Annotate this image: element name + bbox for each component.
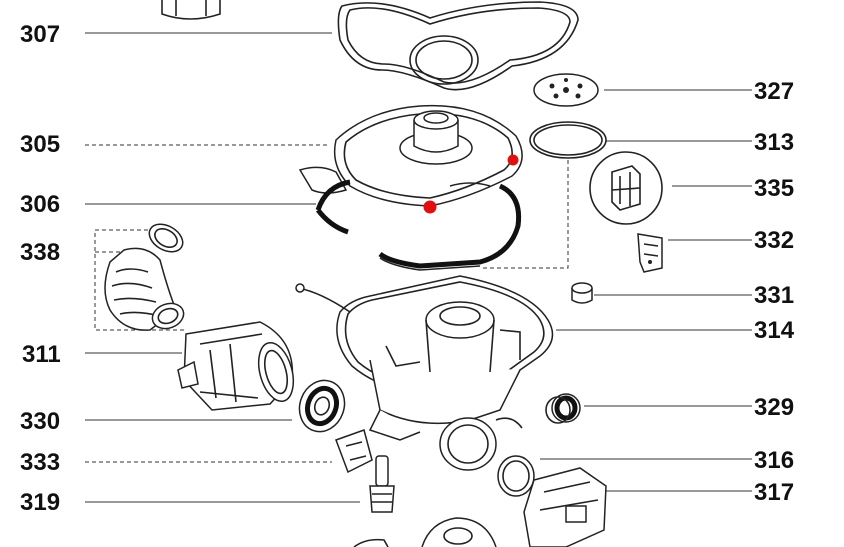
gasket-frame-307: [337, 1, 579, 91]
label-332: 332: [754, 227, 794, 254]
label-327: 327: [754, 78, 794, 105]
label-319: 319: [20, 489, 60, 516]
label-338: 338: [20, 239, 60, 266]
label-311: 311: [22, 341, 61, 368]
label-316: 316: [754, 447, 794, 474]
label-330: 330: [20, 408, 60, 435]
label-333: 333: [20, 449, 60, 476]
heater-311: [177, 321, 295, 411]
o-ring-313: [529, 121, 607, 159]
leader-lines: [85, 32, 752, 503]
bottom-parts: [353, 517, 497, 547]
bracket-333: [335, 429, 373, 474]
pin-319: [369, 455, 395, 513]
label-335: 335: [754, 175, 794, 202]
coupling-330: [298, 379, 346, 433]
sump-housing-314: [295, 275, 554, 441]
label-307: 307: [20, 21, 60, 48]
bracket-332: [637, 233, 663, 273]
label-329: 329: [754, 394, 794, 421]
cap-331: [571, 282, 593, 304]
gasket-306: [315, 179, 522, 271]
label-305: 305: [20, 131, 60, 158]
label-313: 313: [754, 129, 794, 156]
top-cylinder-part: [161, 0, 221, 20]
marker-dot: [507, 154, 519, 166]
perforated-disc-327: [533, 73, 599, 107]
label-317: 317: [754, 479, 794, 506]
label-314: 314: [754, 317, 795, 344]
outlet-316: [439, 417, 535, 497]
pump-motor-317: [523, 467, 607, 547]
marker-dot: [423, 200, 437, 214]
detail-circle-335: [589, 151, 663, 225]
cover-305: [298, 104, 523, 214]
label-331: 331: [754, 282, 794, 309]
label-306: 306: [20, 191, 60, 218]
ring-329: [545, 393, 581, 424]
hose-assembly-338: [104, 223, 185, 331]
